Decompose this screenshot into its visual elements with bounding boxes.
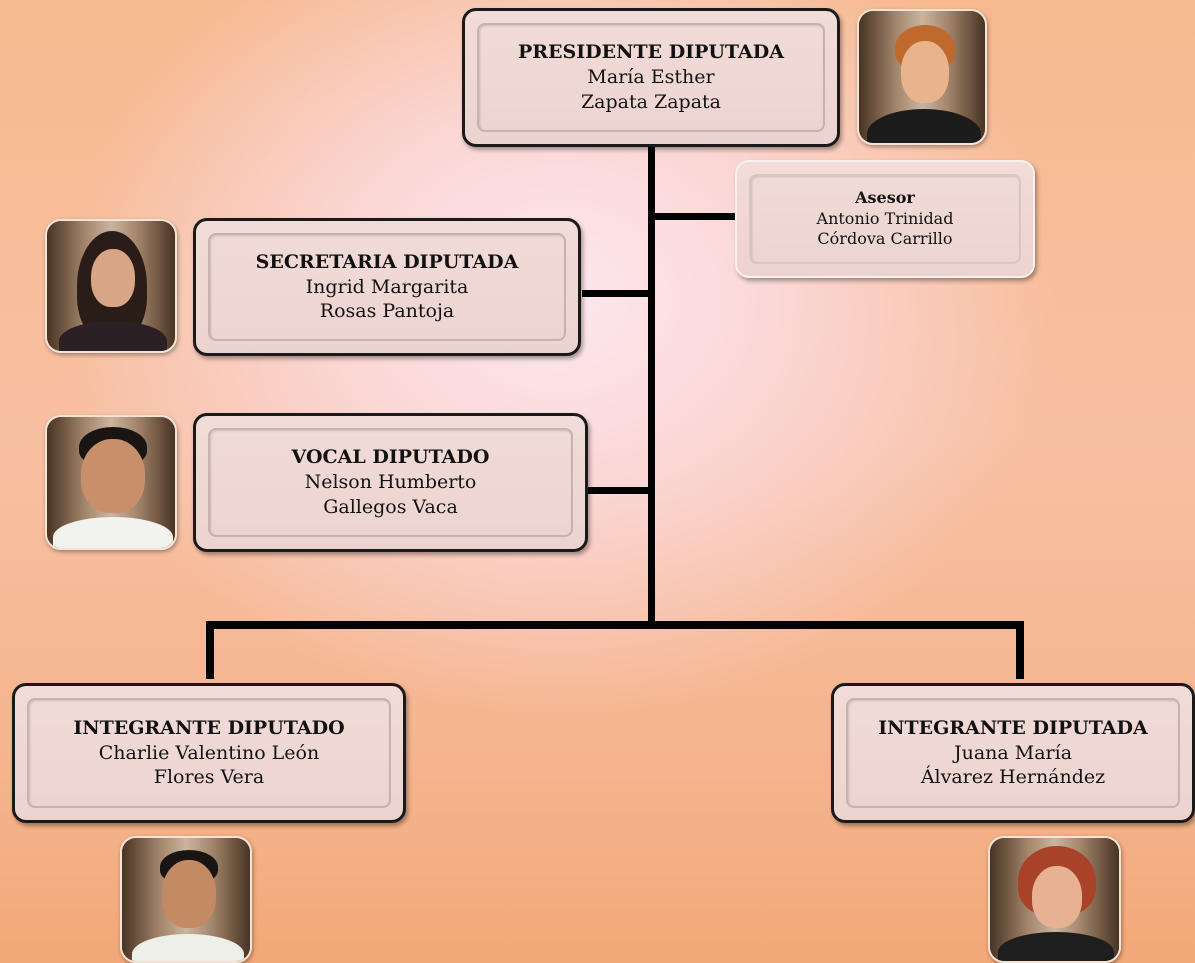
secretary-name-line1: Ingrid Margarita (305, 275, 469, 298)
secretary-box: SECRETARIA DIPUTADA Ingrid Margarita Ros… (193, 218, 581, 356)
secretary-title: SECRETARIA DIPUTADA (255, 250, 519, 273)
vocal-name-line1: Nelson Humberto (304, 471, 477, 494)
vocal-photo (45, 415, 177, 550)
member-left-title: INTEGRANTE DIPUTADO (73, 716, 345, 739)
member-right-title: INTEGRANTE DIPUTADA (878, 716, 1148, 739)
advisor-name-line1: Antonio Trinidad (816, 208, 954, 228)
advisor-title: Asesor (855, 187, 915, 207)
member-left-name-line1: Charlie Valentino León (98, 741, 320, 764)
advisor-name-line2: Córdova Carrillo (817, 229, 953, 249)
bottom-bar-connector (206, 621, 1024, 629)
secretary-photo (45, 219, 177, 353)
vocal-connector (588, 487, 652, 494)
secretary-connector (582, 290, 652, 297)
vocal-title: VOCAL DIPUTADO (291, 446, 490, 469)
president-name-line2: Zapata Zapata (580, 90, 721, 113)
member-right-photo (988, 836, 1121, 963)
vocal-name-line2: Gallegos Vaca (323, 495, 458, 518)
right-drop-connector (1016, 621, 1024, 679)
left-drop-connector (206, 621, 214, 679)
president-photo (857, 9, 987, 145)
member-left-box: INTEGRANTE DIPUTADO Charlie Valentino Le… (12, 683, 406, 823)
secretary-name-line2: Rosas Pantoja (319, 300, 455, 323)
president-box: PRESIDENTE DIPUTADA María Esther Zapata … (462, 8, 840, 147)
president-title: PRESIDENTE DIPUTADA (517, 41, 784, 64)
member-right-box: INTEGRANTE DIPUTADA Juana María Álvarez … (831, 683, 1195, 823)
president-name-line1: María Esther (587, 66, 715, 89)
member-right-name-line2: Álvarez Hernández (920, 766, 1106, 789)
advisor-box: Asesor Antonio Trinidad Córdova Carrillo (735, 160, 1035, 278)
vocal-box: VOCAL DIPUTADO Nelson Humberto Gallegos … (193, 413, 588, 552)
member-left-name-line2: Flores Vera (153, 766, 265, 789)
member-left-photo (120, 836, 252, 963)
member-right-name-line1: Juana María (953, 741, 1073, 764)
advisor-connector (648, 213, 736, 220)
trunk-connector (648, 146, 655, 624)
